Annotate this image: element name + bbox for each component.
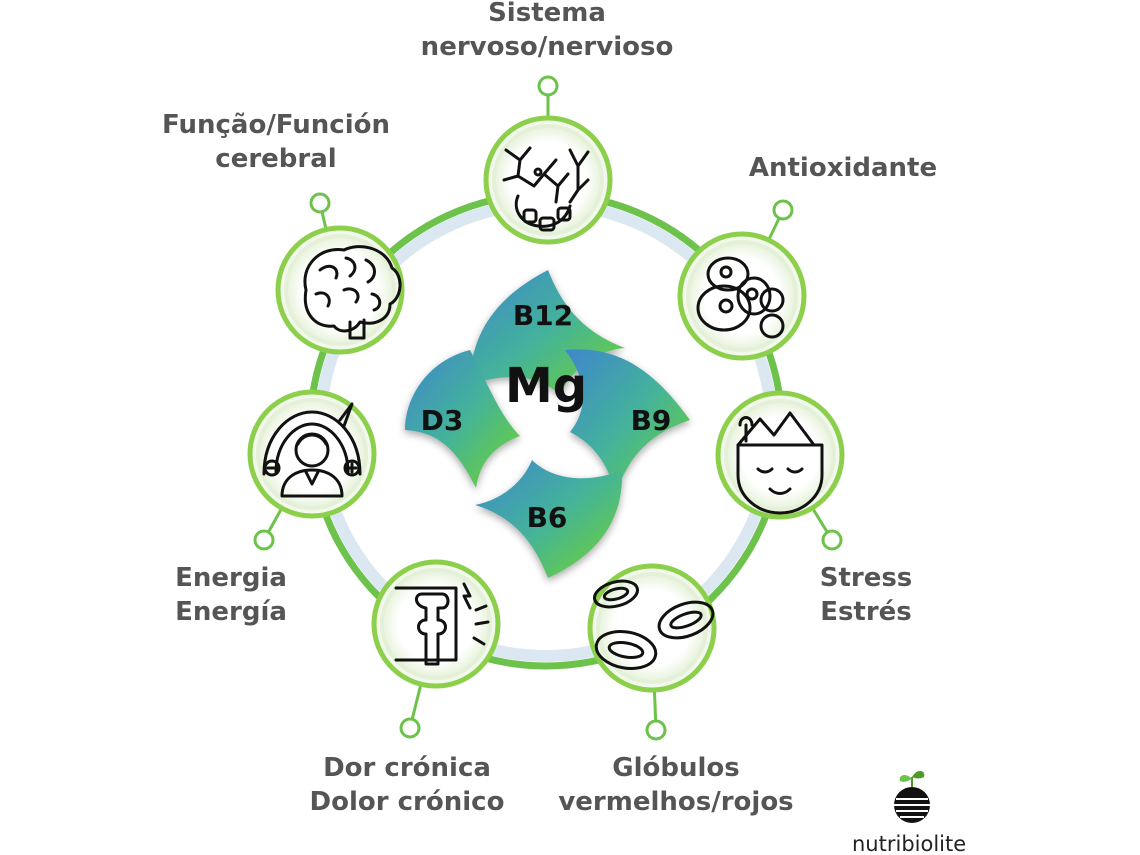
center-label: Mg	[505, 358, 587, 414]
connector-dot	[399, 717, 421, 739]
label-line: nervoso/nervioso	[420, 32, 674, 62]
cells-icon	[696, 256, 785, 339]
connector-dot	[537, 75, 559, 97]
connector-dot	[309, 192, 331, 214]
calm-head-icon	[736, 411, 824, 515]
label-line: Energia	[175, 563, 287, 593]
label-line: Antioxidante	[748, 153, 938, 183]
label-line: Stress	[819, 563, 913, 593]
red-blood-cells-icon	[593, 579, 715, 670]
petal-right	[565, 349, 690, 498]
node-inner-pain	[380, 568, 492, 680]
label-line: vermelhos/rojos	[558, 787, 794, 817]
petal-left	[405, 350, 520, 488]
sprout-logo-icon	[894, 770, 930, 823]
label-line: Energía	[175, 597, 287, 627]
label-stress: Stress Estrés	[820, 561, 913, 629]
label-brain-function: Função/Función cerebral	[162, 108, 390, 176]
connector-dot	[645, 719, 667, 741]
label-chronic-pain: Dor crónica Dolor crónico	[310, 751, 505, 819]
petal-top	[470, 270, 625, 395]
petal-label-b12: B12	[513, 299, 573, 332]
connector-dot	[253, 529, 275, 551]
brand-name: nutribiolite	[852, 832, 967, 855]
connector-dot	[772, 199, 794, 221]
connector-dot	[821, 529, 843, 551]
label-red-blood-cells: Glóbulos vermelhos/rojos	[558, 751, 793, 819]
knee-joint-pain-icon	[394, 582, 490, 666]
energy-gauge-person-icon	[262, 402, 362, 498]
node-inner-energy	[256, 398, 368, 510]
petal-label-d3: D3	[421, 404, 464, 437]
label-nervous-system: Sistema nervoso/nervioso	[421, 0, 674, 64]
label-line: Glóbulos	[612, 753, 740, 783]
brain-icon	[303, 245, 402, 340]
label-energy: Energia Energía	[175, 561, 287, 629]
label-line: Dolor crónico	[309, 787, 505, 817]
node-inner-nervous	[492, 124, 604, 236]
node-inner-antioxidant	[686, 240, 798, 352]
label-line: Dor crónica	[323, 753, 491, 783]
label-line: Função/Función	[162, 110, 390, 140]
label-antioxidant: Antioxidante	[749, 151, 937, 185]
label-line: Estrés	[820, 597, 912, 627]
central-flower	[405, 270, 690, 578]
petal-label-b9: B9	[631, 404, 672, 437]
label-line: cerebral	[215, 144, 337, 174]
neuron-icon	[502, 146, 590, 232]
petal-label-b6: B6	[527, 501, 568, 534]
label-line: Sistema	[488, 0, 606, 28]
petal-bottom	[475, 460, 623, 578]
